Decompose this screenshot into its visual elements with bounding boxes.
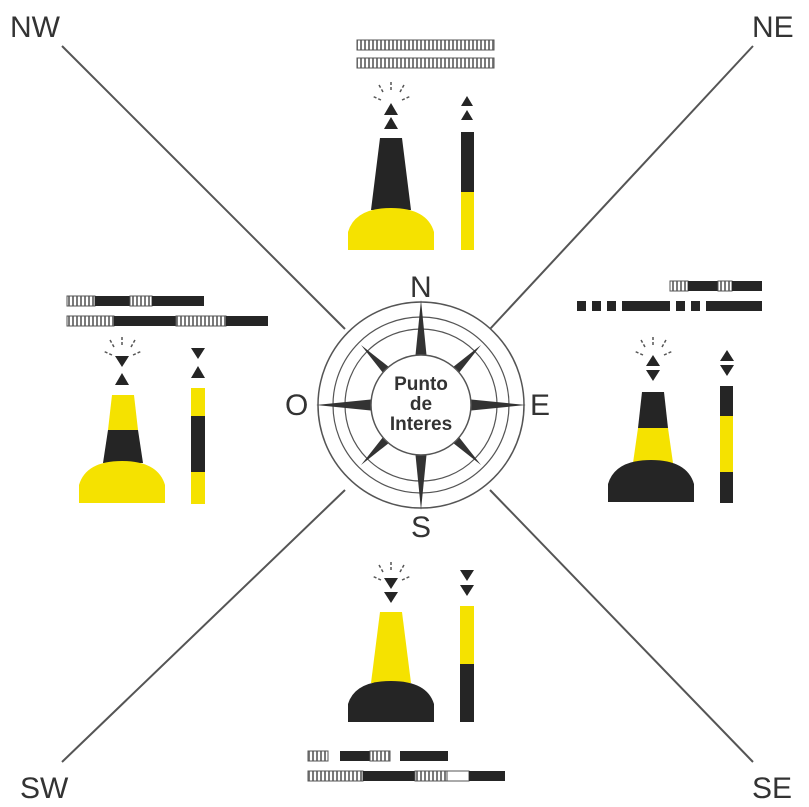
west-light-bar-1-dark2 xyxy=(152,296,204,306)
south-buoy-base xyxy=(348,681,434,722)
diagonal-sw xyxy=(61,489,346,763)
north-pillar-topmark-lower xyxy=(461,110,473,120)
east-pillar-yellow xyxy=(720,416,733,472)
north-light-bar-2 xyxy=(356,57,495,69)
west-light-bar-2-stripe xyxy=(66,315,115,327)
east-buoy-group xyxy=(577,280,762,503)
east-pillar-dark-top xyxy=(720,386,733,416)
corner-label-se: SE xyxy=(752,772,792,805)
west-pillar-topmark-lower xyxy=(191,366,205,378)
west-pillar-yellow-top xyxy=(191,388,205,416)
north-pillar-yellow xyxy=(461,192,474,250)
east-pillar-topmark-lower xyxy=(720,365,734,376)
north-buoy-group xyxy=(348,39,495,250)
diagonal-nw xyxy=(61,45,346,330)
south-light-bar-2-stripe xyxy=(307,770,364,782)
east-buoy-base xyxy=(608,460,694,502)
south-pillar-yellow xyxy=(460,606,474,664)
west-topmark-lower xyxy=(115,373,129,385)
south-pillar-topmark-upper xyxy=(460,570,474,581)
cardinal-north: N xyxy=(410,271,432,304)
compass-star xyxy=(316,300,526,510)
north-pillar-topmark-upper xyxy=(461,96,473,106)
center-label-line3: Interes xyxy=(390,414,452,435)
corner-label-sw: SW xyxy=(20,772,69,805)
star-point-east xyxy=(456,398,526,412)
south-pillar-dark xyxy=(460,664,474,722)
east-light-bar-2-dash5 xyxy=(691,301,700,311)
east-light-bar-1-dark xyxy=(688,281,718,291)
south-light-bar-2-dark xyxy=(363,771,415,781)
west-light-bar-2-dark xyxy=(114,316,176,326)
compass-rose: Punto de Interes N E S O xyxy=(285,271,550,544)
east-light-bar-1-stripe2 xyxy=(717,280,733,292)
east-light-bar-2-dash3 xyxy=(607,301,616,311)
east-light-rays xyxy=(633,337,674,356)
west-pillar-dark xyxy=(191,416,205,472)
east-light-bar-2-dash1 xyxy=(577,301,586,311)
south-light-bar-1-stripe2 xyxy=(369,750,391,762)
south-pillar-topmark-lower xyxy=(460,585,474,596)
west-light-bar-1-stripe xyxy=(66,295,96,307)
south-topmark-upper xyxy=(384,578,398,589)
east-light-bar-2-long2 xyxy=(706,301,762,311)
west-light-bar-1-stripe2 xyxy=(129,295,153,307)
north-topmark-upper xyxy=(384,103,398,115)
west-light-bar-2-stripe2 xyxy=(175,315,227,327)
cardinal-south: S xyxy=(411,511,431,544)
diagonal-ne xyxy=(489,45,754,330)
cardinal-west: O xyxy=(285,389,308,422)
west-light-bar-1-dark xyxy=(95,296,130,306)
west-topmark-upper xyxy=(115,356,129,367)
west-pillar-yellow-bottom xyxy=(191,472,205,504)
south-light-bar-1-stripe xyxy=(307,750,329,762)
east-topmark-lower xyxy=(646,370,660,381)
west-light-rays xyxy=(102,337,143,356)
south-buoy-group xyxy=(307,562,505,782)
west-buoy-base xyxy=(79,461,165,503)
corner-label-ne: NE xyxy=(752,11,794,44)
north-buoy-base xyxy=(348,208,434,250)
west-buoy-middle-dark xyxy=(103,430,143,463)
corner-label-nw: NW xyxy=(10,11,61,44)
south-light-bar-2-stripe2 xyxy=(414,770,448,782)
cardinal-east: E xyxy=(530,389,550,422)
east-topmark-upper xyxy=(646,355,660,366)
east-buoy-middle-yellow xyxy=(633,428,673,463)
north-pillar-dark xyxy=(461,132,474,192)
east-buoy-upper-dark xyxy=(638,392,668,428)
south-light-bar-2-dark2 xyxy=(469,771,505,781)
south-topmark-lower xyxy=(384,592,398,603)
west-buoy-upper-yellow xyxy=(108,395,138,430)
south-light-bar-1-dark2 xyxy=(400,751,448,761)
east-light-bar-1-dark2 xyxy=(732,281,762,291)
south-buoy-upper-yellow xyxy=(371,612,411,683)
east-light-bar-2-long1 xyxy=(622,301,670,311)
diagonal-se xyxy=(489,489,754,763)
north-buoy-upper-body xyxy=(371,138,411,210)
north-light-bar-1 xyxy=(356,39,495,51)
compass-center xyxy=(370,354,472,456)
east-light-bar-2-dash4 xyxy=(676,301,685,311)
south-light-bar-1-dark xyxy=(340,751,370,761)
west-pillar-topmark-upper xyxy=(191,348,205,359)
star-point-west xyxy=(316,398,386,412)
star-point-north xyxy=(414,300,428,370)
south-light-bar-2-blank xyxy=(446,770,470,782)
south-light-rays xyxy=(371,562,412,581)
star-point-south xyxy=(414,440,428,510)
east-light-bar-2-dash2 xyxy=(592,301,601,311)
east-pillar-topmark-upper xyxy=(720,350,734,361)
north-topmark-lower xyxy=(384,117,398,129)
center-label-line1: Punto xyxy=(394,374,448,395)
north-light-rays xyxy=(371,82,412,101)
diagonal-lines xyxy=(61,45,754,763)
east-pillar-dark-bottom xyxy=(720,472,733,503)
west-light-bar-2-dark2 xyxy=(226,316,268,326)
center-label-line2: de xyxy=(410,394,432,415)
east-light-bar-1-stripe xyxy=(669,280,689,292)
west-buoy-group xyxy=(66,295,268,504)
